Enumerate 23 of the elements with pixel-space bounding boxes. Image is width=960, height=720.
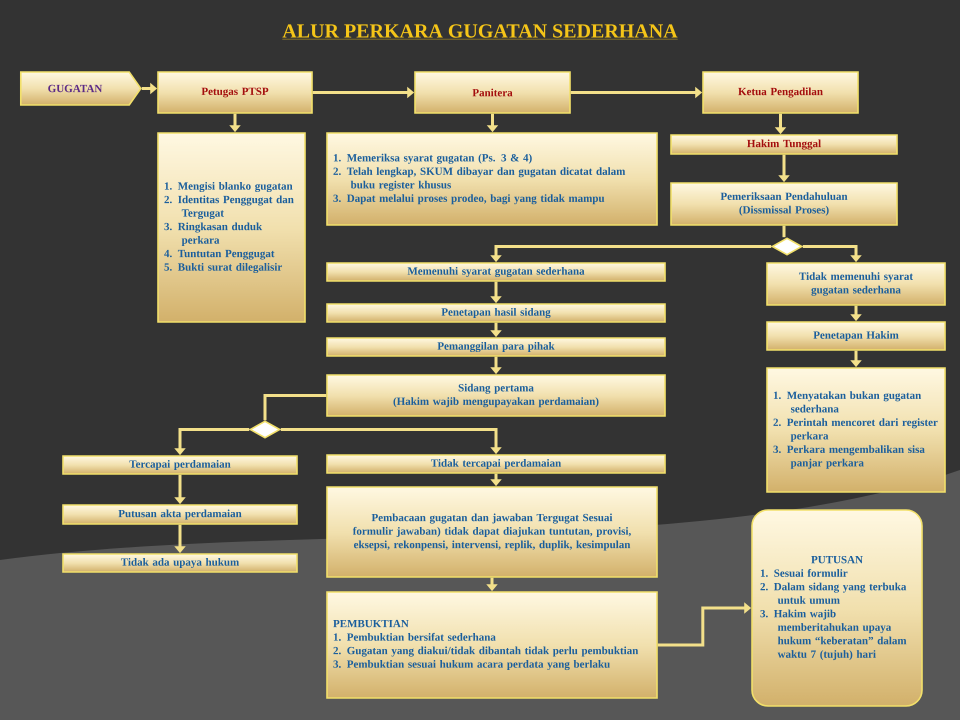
process-box: 1. Memeriksa syarat gugatan (Ps. 3 & 4) 2. Telah lengkap, SKUM dibayar dan gugatan dicatat dalam buku register khusus 3. Dapat melalui proses prodeo, bagi yang tidak mampu [326, 132, 658, 226]
process-box: Putusan akta perdamaian [62, 504, 298, 525]
process-box: Pembacaan gugatan dan jawaban Tergugat Sesuai formulir jawaban) tidak dapat diajukan tuntutan, provisi, eksepsi, rekonpensi, intervensi, replik, duplik, kesimpulan [326, 486, 658, 578]
process-box: Tidak memenuhi syarat gugatan sederhana [766, 262, 946, 306]
process-box: 1. Mengisi blanko gugatan 2. Identitas Penggugat dan Tergugat 3. Ringkasan duduk perkara 4. Tuntutan Penggugat 5. Bukti surat dilegalisir [157, 132, 306, 323]
result-box: PUTUSAN 1. Sesuai formulir 2. Dalam sidang yang terbuka untuk umum 3. Hakim wajib memberitahukan upaya hukum “keberatan” dalam waktu 7 (tujuh) hari [751, 509, 923, 707]
title: ALUR PERKARA GUGATAN SEDERHANA [282, 24, 678, 40]
process-box: Sidang pertama (Hakim wajib mengupayakan perdamaian) [326, 374, 666, 417]
process-box: Hakim Tunggal [670, 134, 898, 155]
process-box: Memenuhi syarat gugatan sederhana [326, 262, 666, 282]
process-box: Tercapai perdamaian [62, 455, 298, 475]
start-box: GUGATAN [20, 71, 142, 106]
process-box: 1. Menyatakan bukan gugatan sederhana 2. Perintah mencoret dari register perkara 3. Perkara mengembalikan sisa panjar perkara [766, 367, 946, 493]
process-box: Tidak ada upaya hukum [62, 553, 298, 573]
process-box: Petugas PTSP [157, 71, 313, 114]
process-box: Ketua Pengadilan [702, 71, 859, 114]
process-box: Penetapan Hakim [766, 321, 946, 351]
process-box: Tidak tercapai perdamaian [326, 454, 666, 474]
process-box: Penetapan hasil sidang [326, 303, 666, 323]
process-box: Pemanggilan para pihak [326, 337, 666, 357]
process-box: PEMBUKTIAN 1. Pembuktian bersifat sederhana 2. Gugatan yang diakui/tidak dibantah tidak perlu pembuktian 3. Pembuktian sesuai hukum acara perdata yang berlaku [326, 591, 658, 699]
process-box: Panitera [414, 71, 571, 114]
process-box: Pemeriksaan Pendahuluan (Dissmissal Proses) [670, 182, 898, 226]
